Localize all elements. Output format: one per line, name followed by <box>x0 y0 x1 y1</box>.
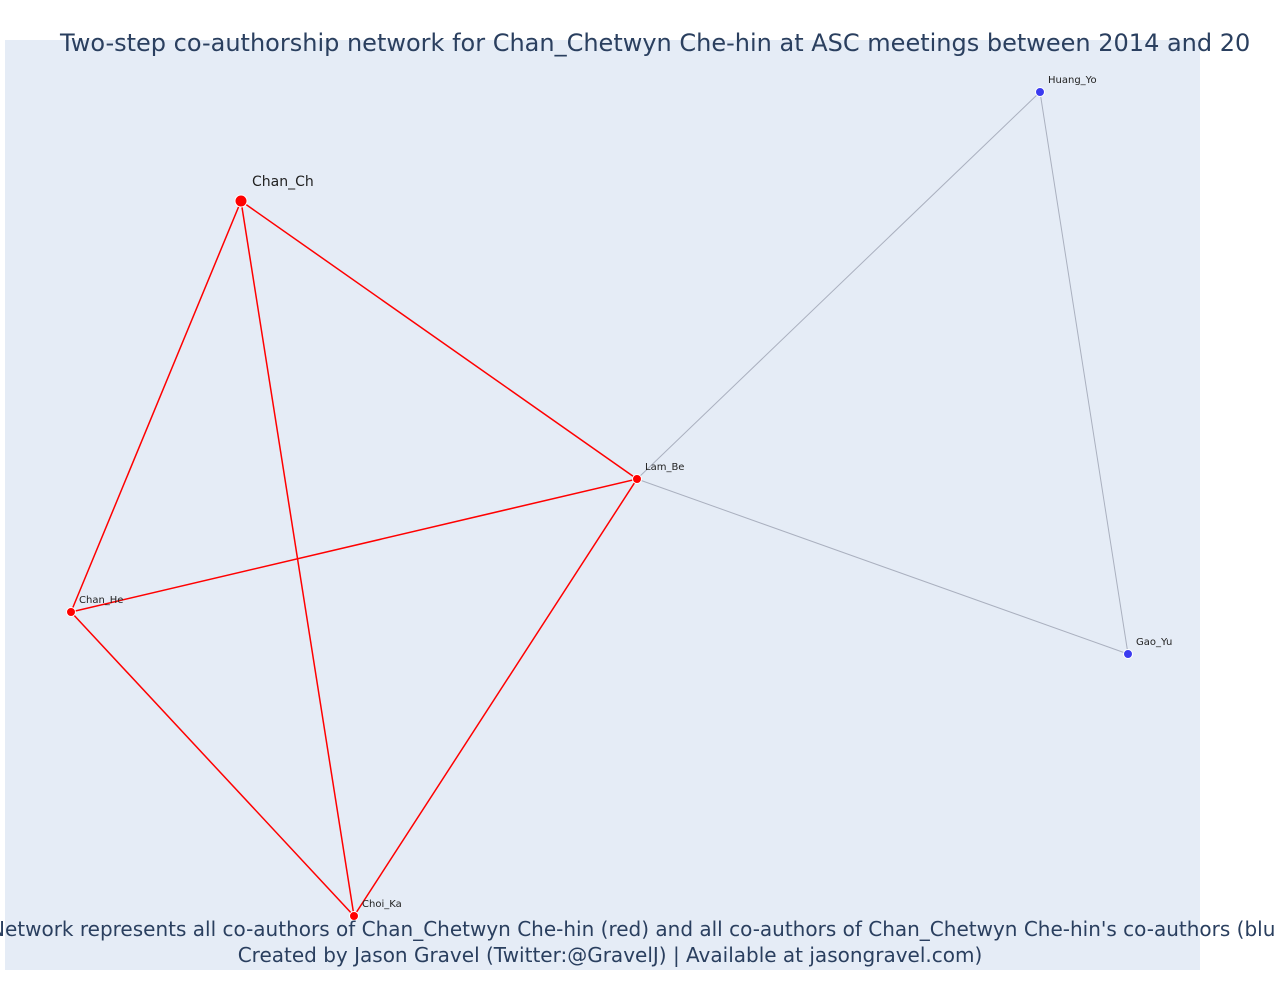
node-Huang_Yo[interactable] <box>1035 87 1045 97</box>
node-label-Chan_Ch: Chan_Ch <box>252 174 314 190</box>
figure-title: Two-step co-authorship network for Chan_… <box>60 29 1251 57</box>
node-label-Chan_He: Chan_He <box>79 595 123 606</box>
node-label-Gao_Yu: Gao_Yu <box>1136 637 1172 648</box>
edge-Lam_Be-Choi_Ka <box>353 478 638 917</box>
node-Chan_He[interactable] <box>66 607 76 617</box>
edge-Chan_Ch-Lam_Be <box>240 200 638 480</box>
node-Lam_Be[interactable] <box>632 474 642 484</box>
caption-line-2: Created by Jason Gravel (Twitter:@Gravel… <box>237 943 983 967</box>
node-layer <box>66 87 1133 921</box>
node-label-Huang_Yo: Huang_Yo <box>1048 75 1097 86</box>
edge-Chan_He-Choi_Ka <box>70 611 355 917</box>
edge-Lam_Be-Huang_Yo <box>636 91 1041 480</box>
network-figure: Two-step co-authorship network for Chan_… <box>0 29 1275 970</box>
node-Gao_Yu[interactable] <box>1123 649 1133 659</box>
edge-Huang_Yo-Gao_Yu <box>1039 91 1129 655</box>
edge-Chan_He-Lam_Be <box>70 478 638 613</box>
node-label-Choi_Ka: Choi_Ka <box>362 899 402 910</box>
node-Chan_Ch[interactable] <box>234 194 248 208</box>
edge-Lam_Be-Gao_Yu <box>636 478 1129 655</box>
node-Choi_Ka[interactable] <box>349 911 359 921</box>
node-label-Lam_Be: Lam_Be <box>645 462 684 473</box>
plot-area <box>5 40 1200 970</box>
edge-Chan_Ch-Chan_He <box>70 200 242 613</box>
caption-line-1: Network represents all co-authors of Cha… <box>0 917 1275 941</box>
edge-layer <box>70 91 1129 917</box>
